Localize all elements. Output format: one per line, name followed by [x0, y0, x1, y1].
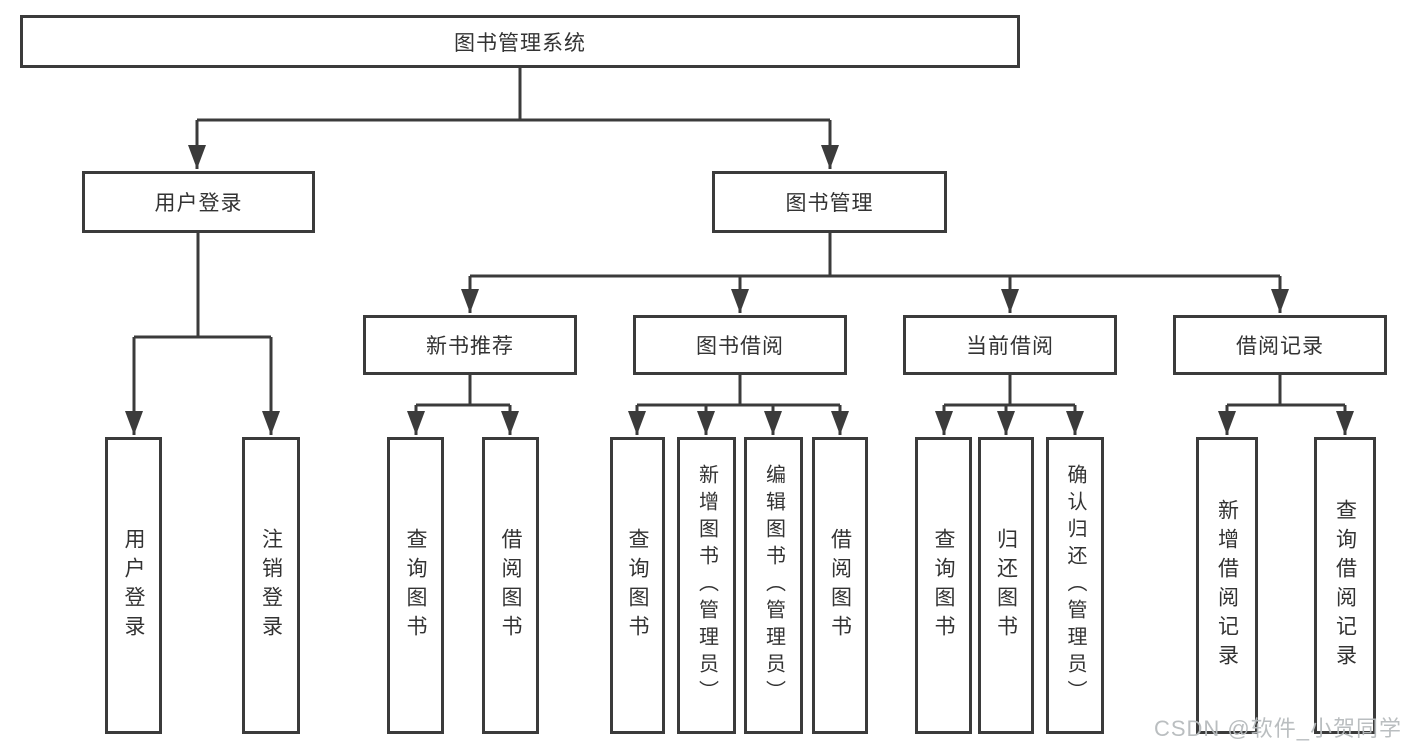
node-book-mgmt: 图书管理: [712, 171, 947, 233]
node-bb-add-books: 新增图书（管理员）: [677, 437, 736, 734]
connector-book-borrow-trunk: [637, 375, 840, 407]
connector-book-mgmt-trunk: [470, 233, 1280, 278]
node-br-add-record: 新增借阅记录: [1196, 437, 1258, 734]
node-cb-query-books: 查询图书: [915, 437, 972, 734]
node-book-borrow: 图书借阅: [633, 315, 847, 375]
node-user-login: 用户登录: [82, 171, 315, 233]
connector-borrow-records-trunk: [1227, 375, 1345, 407]
node-bb-borrow-books: 借阅图书: [812, 437, 868, 734]
node-br-query-record: 查询借阅记录: [1314, 437, 1376, 734]
node-ul-user-login: 用户登录: [105, 437, 162, 734]
connector-current-borrow-trunk: [944, 375, 1075, 407]
csdn-watermark: CSDN @软件_小贺同学: [1153, 716, 1402, 741]
connector-new-book-trunk: [416, 375, 510, 407]
connector-user-login-trunk: [134, 233, 271, 339]
node-root: 图书管理系统: [20, 15, 1020, 68]
node-nb-borrow-books: 借阅图书: [482, 437, 539, 734]
node-bb-edit-books: 编辑图书（管理员）: [744, 437, 803, 734]
node-cb-confirm-return: 确认归还（管理员）: [1046, 437, 1104, 734]
connector-root-trunk: [197, 68, 830, 122]
node-nb-query-books: 查询图书: [387, 437, 444, 734]
node-ul-logout: 注销登录: [242, 437, 300, 734]
node-new-book-rec: 新书推荐: [363, 315, 577, 375]
node-bb-query-books: 查询图书: [610, 437, 665, 734]
node-current-borrow: 当前借阅: [903, 315, 1117, 375]
node-borrow-records: 借阅记录: [1173, 315, 1387, 375]
node-cb-return-books: 归还图书: [978, 437, 1034, 734]
